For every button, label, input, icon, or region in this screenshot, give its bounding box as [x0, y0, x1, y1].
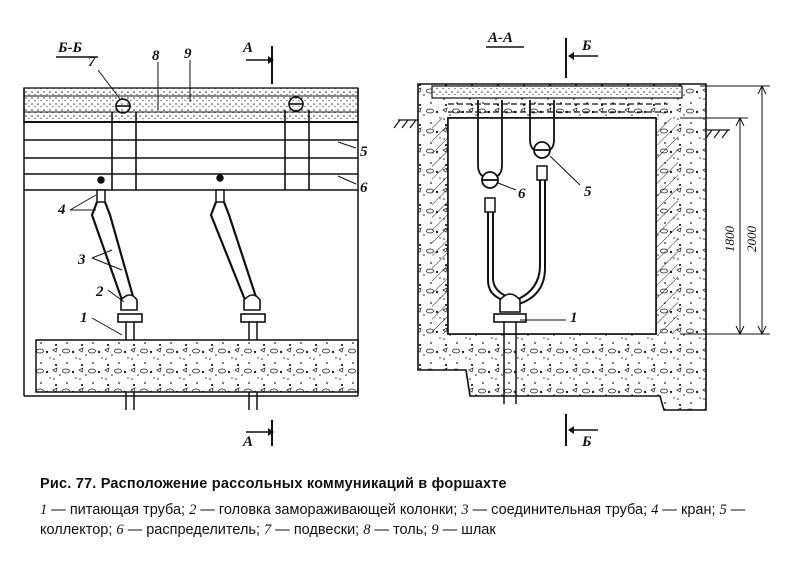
legend-item: 9 — шлак: [431, 522, 496, 538]
cut-marker-bottom-label: А: [242, 434, 253, 450]
legend-item: 5 — коллектор;: [40, 502, 746, 538]
cut-marker-top-label: А: [242, 40, 253, 56]
cut-marker-top: А: [242, 40, 274, 84]
legend-item: 2 — головка замораживающей колонки;: [189, 502, 458, 518]
right-pipes-cross-section: [481, 141, 551, 189]
legend-item: 3 — соединительная труба;: [461, 502, 648, 518]
right-label-5: 5: [584, 184, 592, 200]
label-6: 6: [360, 180, 368, 196]
valves: [96, 174, 225, 203]
label-8: 8: [152, 48, 160, 64]
dimension-lines: [680, 84, 770, 336]
left-floor-concrete: [24, 339, 359, 397]
figure-caption: Рис. 77. Расположение рассольных коммуни…: [40, 476, 507, 492]
legend-item: 4 — кран;: [651, 502, 716, 518]
legend-item: 6 — распределитель;: [116, 522, 260, 538]
label-9: 9: [184, 46, 192, 62]
ground-lines: [393, 119, 730, 139]
label-4: 4: [57, 202, 66, 218]
cut-marker-right-bottom-label: Б: [581, 434, 592, 450]
cut-marker-right-top-label: Б: [581, 38, 592, 54]
right-column-head: [493, 293, 527, 323]
hangers: [111, 96, 310, 190]
label-3: 3: [77, 252, 86, 268]
right-leaders: [497, 155, 581, 321]
right-valves: [484, 165, 548, 213]
legend-item: 1 — питающая труба;: [40, 502, 186, 518]
left-leaders: [69, 60, 357, 336]
drawing: Б-Б А: [23, 30, 770, 450]
right-label-1: 1: [570, 310, 578, 326]
label-5: 5: [360, 144, 368, 160]
legend-item: 7 — подвески;: [264, 522, 360, 538]
legend-item: 8 — толь;: [363, 522, 428, 538]
dimension-inner: 1800: [722, 226, 737, 253]
label-2: 2: [95, 284, 104, 300]
label-1: 1: [80, 310, 88, 326]
left-view-title: Б-Б: [57, 40, 83, 56]
cut-marker-right-top: Б: [565, 38, 598, 78]
left-section-view: Б-Б А: [23, 40, 368, 450]
legend: 1 — питающая труба; 2 — головка заморажи…: [40, 500, 780, 540]
dimension-outer: 2000: [744, 226, 759, 253]
right-view-title: А-А: [487, 30, 513, 46]
column-heads: [117, 294, 266, 323]
cut-marker-bottom: А: [242, 420, 274, 450]
right-label-6: 6: [518, 186, 526, 202]
collector-and-distributor: [24, 139, 358, 191]
left-ceiling: [23, 87, 359, 123]
right-feed-pipe: [503, 322, 517, 404]
connecting-pipes: [90, 201, 259, 301]
right-section-view: А-А Б: [393, 30, 770, 450]
label-7: 7: [88, 54, 96, 70]
cut-marker-right-bottom: Б: [565, 414, 598, 450]
